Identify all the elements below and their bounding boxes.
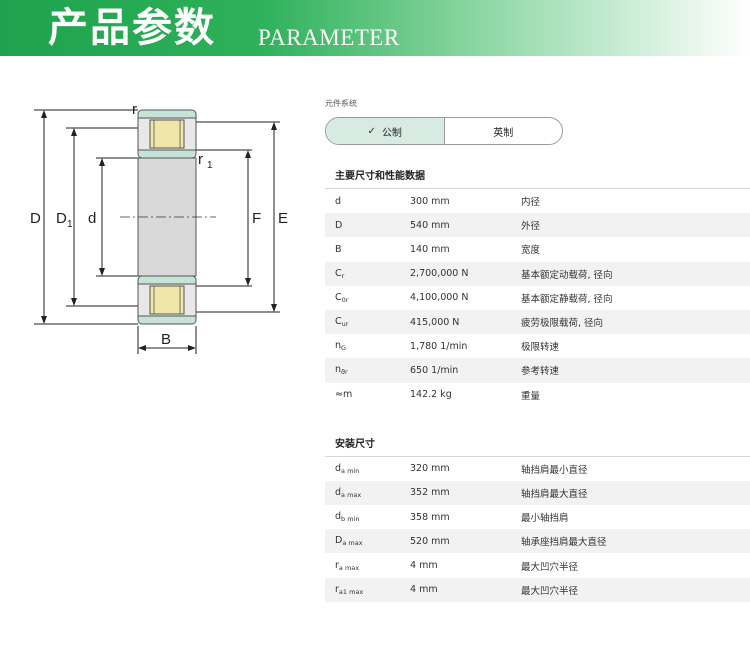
param-symbol: da min	[335, 462, 360, 475]
table-row: Cur 415,000 N 疲劳极限载荷, 径向	[325, 309, 750, 335]
param-symbol: ≈m	[335, 389, 353, 401]
table-row: nG 1,780 1/min 极限转速	[325, 334, 750, 358]
param-symbol: C0r	[335, 291, 349, 304]
table-row: ra1 max 4 mm 最大凹穴半径	[325, 577, 750, 602]
table-row: da max 352 mm 轴挡肩最大直径	[325, 480, 750, 506]
param-value: 300 mm	[410, 195, 450, 207]
param-symbol: Cr	[335, 267, 345, 280]
metric-option[interactable]: ✓ 公制	[326, 118, 445, 144]
table-row: Da max 520 mm 轴承座挡肩最大直径	[325, 529, 750, 554]
param-description: 最大凹穴半径	[521, 585, 579, 597]
label-r: r	[132, 101, 137, 118]
table-row: ≈m 142.2 kg 重量	[325, 383, 750, 407]
param-value: 415,000 N	[410, 316, 460, 328]
param-description: 外径	[521, 221, 541, 233]
system-label: 元件系统	[325, 99, 357, 108]
param-symbol: ra max	[335, 559, 360, 572]
table-row: C0r 4,100,000 N 基本额定静载荷, 径向	[325, 286, 750, 310]
table-row: B 140 mm 宽度	[325, 237, 750, 261]
param-value: 142.2 kg	[410, 389, 452, 401]
param-value: 4 mm	[410, 560, 438, 572]
label-B: B	[161, 331, 171, 348]
param-description: 轴挡肩最小直径	[521, 464, 588, 476]
imperial-option[interactable]: 英制	[445, 118, 563, 144]
param-value: 650 1/min	[410, 364, 459, 376]
banner-title: 产品参数	[48, 5, 216, 51]
label-r1-sub: 1	[207, 160, 213, 171]
table-row: D 540 mm 外径	[325, 213, 750, 238]
param-description: 参考转速	[521, 366, 560, 378]
main-table: d 300 mm 内径 D 540 mm 外径 B 140 mm 宽度 Cr 2,700,000 N…	[325, 189, 750, 407]
param-symbol: nϑr	[335, 364, 348, 377]
table-row: db min 358 mm 最小轴挡肩	[325, 505, 750, 529]
table-row: Cr 2,700,000 N 基本额定动载荷, 径向	[325, 261, 750, 286]
table-row: da min 320 mm 轴挡肩最小直径	[325, 457, 750, 481]
table-row: ra max 4 mm 最大凹穴半径	[325, 553, 750, 577]
param-value: 2,700,000 N	[410, 268, 469, 280]
param-description: 轴承座挡肩最大直径	[521, 537, 607, 549]
param-value: 4,100,000 N	[410, 292, 469, 304]
param-description: 最小轴挡肩	[521, 513, 569, 525]
metric-label: 公制	[381, 127, 402, 139]
label-F: F	[252, 210, 261, 227]
param-description: 内径	[521, 197, 541, 209]
mount-table: da min 320 mm 轴挡肩最小直径 da max 352 mm 轴挡肩最大直径 db…	[325, 457, 750, 602]
bearing-cross-section: D D 1 d F E B r r 1	[30, 101, 288, 354]
param-value: 1,780 1/min	[410, 340, 468, 352]
param-description: 基本额定动载荷, 径向	[521, 269, 613, 281]
label-D1: D	[56, 210, 67, 227]
param-value: 520 mm	[410, 535, 450, 547]
param-value: 352 mm	[410, 487, 450, 499]
header-banner: 产品参数 PARAMETER	[0, 0, 750, 56]
param-value: 358 mm	[410, 511, 450, 523]
label-D: D	[30, 210, 41, 227]
param-symbol: D	[335, 219, 343, 231]
label-r1: r	[198, 151, 203, 168]
param-value: 4 mm	[410, 584, 438, 596]
table-row: nϑr 650 1/min 参考转速	[325, 358, 750, 383]
param-description: 基本额定静载荷, 径向	[521, 293, 613, 305]
param-description: 最大凹穴半径	[521, 561, 579, 573]
param-description: 轴挡肩最大直径	[521, 488, 588, 500]
section-main-title: 主要尺寸和性能数据	[325, 169, 750, 189]
label-D1-sub: 1	[67, 219, 73, 230]
section-mount-title: 安装尺寸	[325, 437, 750, 457]
param-value: 320 mm	[410, 463, 450, 475]
param-symbol: Cur	[335, 316, 349, 329]
imperial-label: 英制	[493, 127, 514, 139]
parameter-panel: 元件系统 ✓ 公制 英制 主要尺寸和性能数据 d 300 mm 内径 D 540 mm 外…	[325, 98, 750, 602]
param-description: 极限转速	[521, 342, 560, 354]
unit-toggle: ✓ 公制 英制	[325, 117, 563, 145]
param-symbol: ra1 max	[335, 583, 364, 596]
param-description: 重量	[521, 390, 541, 402]
param-symbol: B	[335, 243, 342, 255]
param-symbol: db min	[335, 511, 360, 524]
label-d: d	[88, 210, 96, 227]
table-row: d 300 mm 内径	[325, 189, 750, 213]
label-E: E	[278, 210, 288, 227]
param-symbol: d	[335, 195, 342, 207]
param-value: 540 mm	[410, 219, 450, 231]
param-description: 疲劳极限载荷, 径向	[521, 318, 604, 330]
param-symbol: Da max	[335, 535, 363, 548]
param-description: 宽度	[521, 245, 541, 257]
param-symbol: da max	[335, 486, 362, 499]
param-value: 140 mm	[410, 243, 450, 255]
check-icon: ✓	[367, 125, 376, 137]
param-symbol: nG	[335, 340, 347, 353]
banner-subtitle: PARAMETER	[258, 25, 400, 50]
bearing-drawing: D D 1 d F E B r r 1	[20, 98, 310, 358]
